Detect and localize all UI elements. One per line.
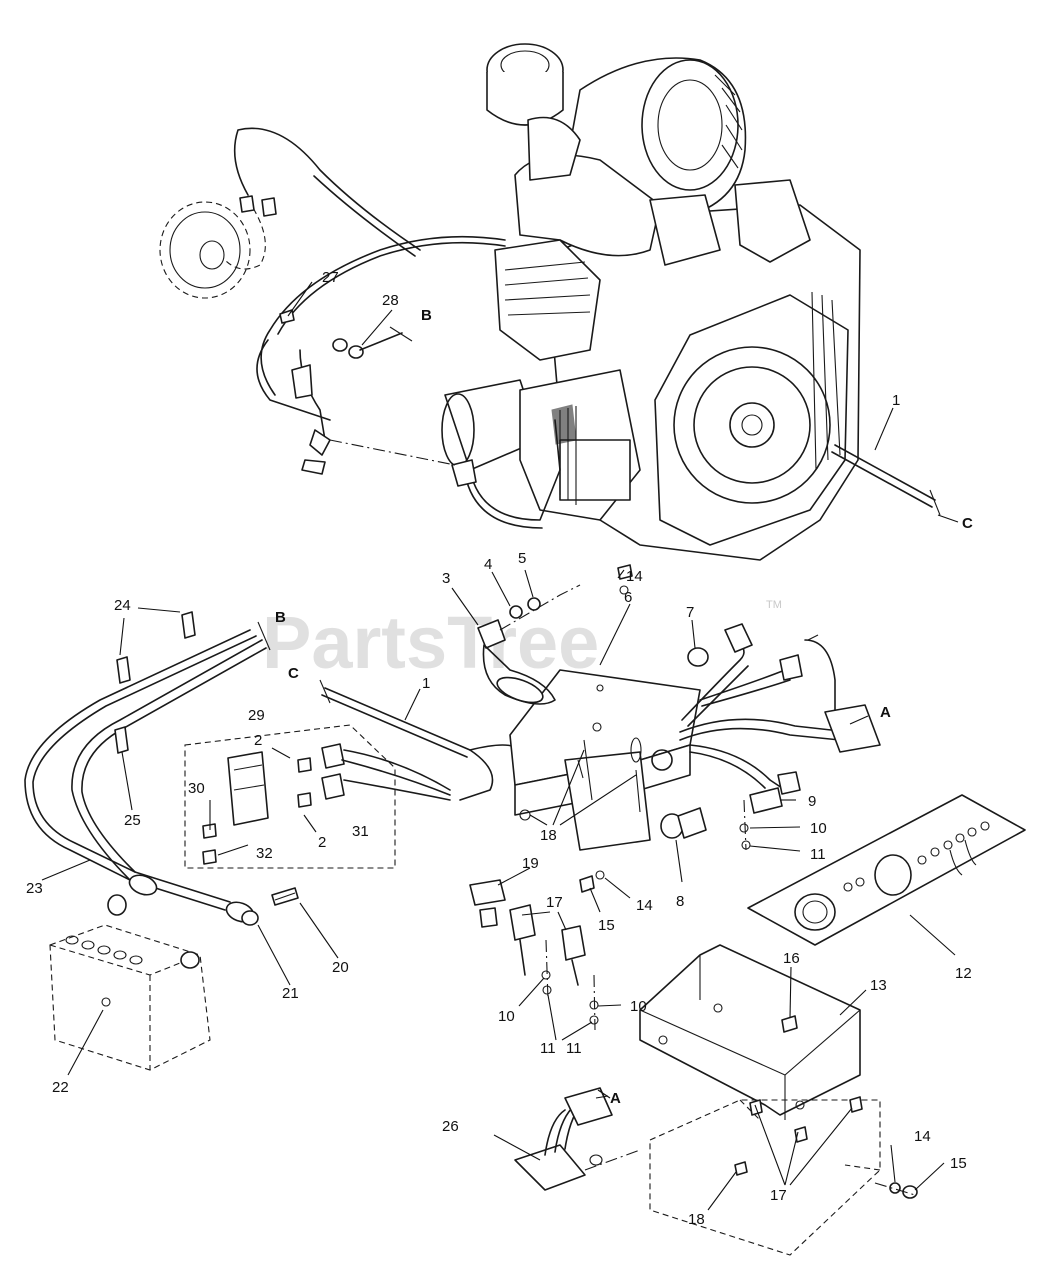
callout-18-upper: 18 — [540, 827, 557, 844]
ignition-key-3 — [477, 619, 556, 705]
light-8 — [660, 807, 707, 839]
callout-1-lower: 1 — [422, 675, 430, 692]
callout-21: 21 — [282, 985, 299, 1002]
callout-14-top: 14 — [626, 568, 643, 585]
callout-20: 20 — [332, 959, 349, 976]
callout-10-mid: 10 — [630, 998, 647, 1015]
callout-19: 19 — [522, 855, 539, 872]
cable-item-1-lower — [319, 679, 521, 801]
relay-9 — [749, 787, 783, 814]
callout-6: 6 — [624, 589, 632, 606]
callout-11-mid: 11 — [566, 1040, 582, 1057]
callout-23: 23 — [26, 880, 43, 897]
engine-wiring — [233, 127, 561, 529]
callout-10-right: 10 — [810, 820, 827, 837]
watermark-text: PartsTree — [262, 601, 599, 684]
callout-13: 13 — [870, 977, 887, 994]
electric-clutch — [159, 195, 277, 299]
battery-22 — [49, 894, 211, 1071]
callout-11-right: 11 — [810, 846, 826, 863]
callout-leaders — [41, 281, 956, 1211]
axis-line-3-5 — [499, 584, 581, 631]
callout-2-upper: 2 — [254, 732, 262, 749]
cover-dashed — [649, 1096, 881, 1256]
fuse-block-29 — [184, 724, 451, 869]
callout-27: 27 — [322, 269, 339, 286]
ref-leaders — [595, 514, 959, 1099]
ref-a-lower: A — [610, 1090, 621, 1107]
nut-4 — [509, 605, 523, 619]
engine — [441, 43, 861, 561]
ref-c-upper: C — [962, 515, 973, 532]
hardware-14-15-mid — [579, 564, 633, 893]
hardware-14-15-lower — [874, 1182, 918, 1199]
clip-24a — [181, 611, 196, 639]
gauge-kit-12 — [747, 794, 1026, 946]
callout-9: 9 — [808, 793, 816, 810]
callout-22: 22 — [52, 1079, 69, 1096]
connector-26 — [514, 1087, 641, 1191]
callout-15-mid: 15 — [598, 917, 615, 934]
mounting-box-13 — [639, 944, 861, 1120]
callout-7: 7 — [686, 604, 694, 621]
switch-7 — [687, 647, 709, 667]
callout-3: 3 — [442, 570, 450, 587]
callout-16: 16 — [783, 950, 800, 967]
control-bracket-6 — [509, 669, 701, 851]
callout-18-lower: 18 — [688, 1211, 705, 1228]
callout-15-low: 15 — [950, 1155, 967, 1172]
cable-item-1-upper — [831, 444, 941, 516]
callout-5: 5 — [518, 550, 526, 567]
callout-14-low: 14 — [914, 1128, 931, 1145]
callout-12: 12 — [955, 965, 972, 982]
clip-25 — [114, 726, 129, 754]
callout-24: 24 — [114, 597, 131, 614]
callout-11-left: 11 — [540, 1040, 556, 1057]
callout-25: 25 — [124, 812, 141, 829]
callout-29: 29 — [248, 707, 265, 724]
callout-4: 4 — [484, 556, 492, 573]
callout-32: 32 — [256, 845, 273, 862]
ref-a-upper: A — [880, 704, 891, 721]
watermark-tm: TM — [766, 599, 782, 611]
hardware-20-21 — [241, 887, 299, 926]
washer-5 — [527, 597, 541, 611]
ref-b-lower: B — [275, 609, 286, 626]
main-harness — [679, 623, 881, 795]
callout-17-lower: 17 — [770, 1187, 787, 1204]
callout-1-upper: 1 — [892, 392, 900, 409]
callout-14-mid: 14 — [636, 897, 653, 914]
callout-8: 8 — [676, 893, 684, 910]
ref-c-lower: C — [288, 665, 299, 682]
switches-17-left — [509, 904, 599, 1031]
hardware-27-28 — [279, 309, 413, 359]
callout-17-upper: 17 — [546, 894, 563, 911]
switch-19 — [469, 879, 506, 928]
callout-10-left: 10 — [498, 1008, 515, 1025]
callout-31: 31 — [352, 823, 369, 840]
axis-9 — [743, 799, 747, 851]
screws-18 — [519, 739, 641, 821]
callout-28: 28 — [382, 292, 399, 309]
clip-24b — [116, 656, 131, 684]
callout-2-lower: 2 — [318, 834, 326, 851]
ref-b-upper: B — [421, 307, 432, 324]
callout-30: 30 — [188, 780, 205, 797]
callout-26: 26 — [442, 1118, 459, 1135]
washer-10-right — [739, 823, 749, 833]
